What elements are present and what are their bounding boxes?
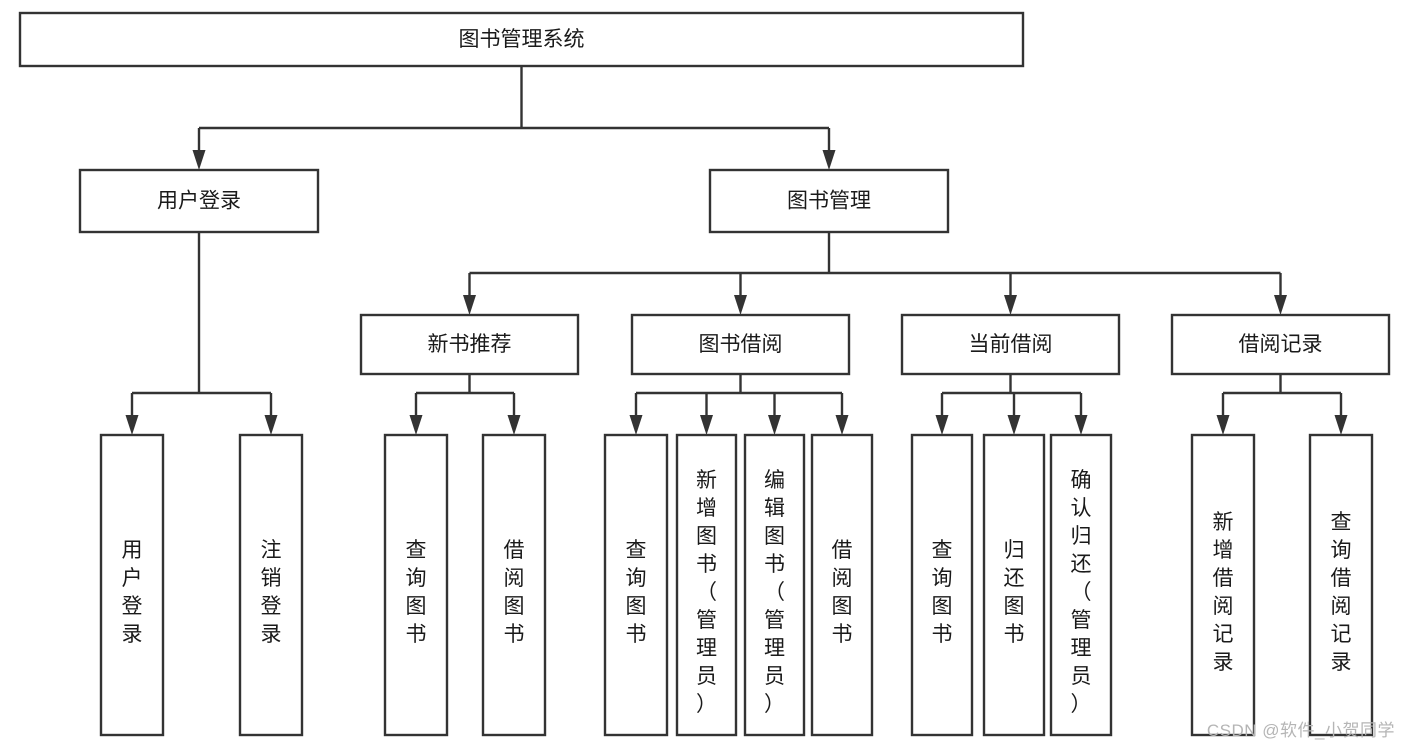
node-box-leaf-return-book[interactable] [982, 433, 1046, 737]
node-current-borrow[interactable]: 当前借阅 [900, 313, 1121, 376]
node-box-leaf-add-record[interactable] [1190, 433, 1256, 737]
node-label: 图书管理系统 [459, 28, 585, 51]
node-label: 查询图书 [626, 538, 647, 645]
node-leaf-query-book-borrow[interactable]: 查询图书 [603, 433, 669, 737]
node-box-book-borrow[interactable] [630, 313, 851, 376]
node-leaf-edit-book[interactable]: 编辑图书（管理员） [743, 433, 806, 737]
node-label: 借阅图书 [832, 538, 853, 645]
node-label: 查询图书 [406, 538, 427, 645]
node-box-book-manage[interactable] [708, 168, 950, 234]
node-box-root[interactable] [18, 11, 1025, 68]
node-label: 用户登录 [122, 538, 143, 645]
node-leaf-borrow-book-rec[interactable]: 借阅图书 [481, 433, 547, 737]
node-box-current-borrow[interactable] [900, 313, 1121, 376]
node-label: 图书管理 [787, 190, 871, 213]
node-box-borrow-record[interactable] [1170, 313, 1391, 376]
node-label: 编辑图书（管理员） [764, 468, 785, 715]
node-label: 当前借阅 [969, 333, 1053, 356]
node-leaf-query-book-cur[interactable]: 查询图书 [910, 433, 974, 737]
node-box-leaf-query-book-borrow[interactable] [603, 433, 669, 737]
node-leaf-query-book-rec[interactable]: 查询图书 [383, 433, 449, 737]
csdn-watermark: CSDN @软件_小贺同学 [1206, 721, 1395, 740]
node-label: 新书推荐 [428, 333, 512, 356]
node-root[interactable]: 图书管理系统 [18, 11, 1025, 68]
node-box-leaf-user-logout[interactable] [238, 433, 304, 737]
node-box-new-book-rec[interactable] [359, 313, 580, 376]
node-box-leaf-query-record[interactable] [1308, 433, 1374, 737]
node-layer: 图书管理系统用户登录图书管理新书推荐图书借阅当前借阅借阅记录用户登录注销登录查询… [18, 11, 1391, 737]
connector-layer [125, 66, 1348, 435]
node-box-leaf-query-book-rec[interactable] [383, 433, 449, 737]
node-box-leaf-edit-book[interactable] [743, 433, 806, 737]
node-label: 用户登录 [157, 190, 241, 213]
node-box-leaf-add-book[interactable] [675, 433, 738, 737]
node-book-borrow[interactable]: 图书借阅 [630, 313, 851, 376]
node-label: 图书借阅 [699, 333, 783, 356]
node-leaf-add-record[interactable]: 新增借阅记录 [1190, 433, 1256, 737]
node-label: 借阅记录 [1239, 333, 1323, 356]
connector-group-book_manage [463, 232, 1287, 315]
node-leaf-user-login[interactable]: 用户登录 [99, 433, 165, 737]
node-user-login[interactable]: 用户登录 [78, 168, 320, 234]
connector-group-current_borrow [935, 374, 1088, 435]
node-box-user-login[interactable] [78, 168, 320, 234]
node-box-leaf-user-login[interactable] [99, 433, 165, 737]
node-label: 确认归还（管理员） [1071, 468, 1092, 715]
node-label: 新增借阅记录 [1213, 510, 1234, 673]
connector-group-new_book_rec [409, 374, 521, 435]
node-box-leaf-confirm-return[interactable] [1049, 433, 1113, 737]
node-leaf-return-book[interactable]: 归还图书 [982, 433, 1046, 737]
node-label: 借阅图书 [504, 538, 525, 645]
node-label: 查询图书 [932, 538, 953, 645]
node-label: 归还图书 [1004, 538, 1025, 645]
node-box-leaf-borrow-book[interactable] [810, 433, 874, 737]
node-label: 注销登录 [261, 538, 282, 645]
node-label: 查询借阅记录 [1331, 510, 1352, 673]
node-borrow-record[interactable]: 借阅记录 [1170, 313, 1391, 376]
node-leaf-add-book[interactable]: 新增图书（管理员） [675, 433, 738, 737]
node-box-leaf-borrow-book-rec[interactable] [481, 433, 547, 737]
connector-group-book_borrow [629, 374, 849, 435]
node-box-leaf-query-book-cur[interactable] [910, 433, 974, 737]
node-leaf-query-record[interactable]: 查询借阅记录 [1308, 433, 1374, 737]
node-leaf-borrow-book[interactable]: 借阅图书 [810, 433, 874, 737]
connector-group-borrow_record [1216, 374, 1348, 435]
node-leaf-confirm-return[interactable]: 确认归还（管理员） [1049, 433, 1113, 737]
node-new-book-rec[interactable]: 新书推荐 [359, 313, 580, 376]
node-leaf-user-logout[interactable]: 注销登录 [238, 433, 304, 737]
node-book-manage[interactable]: 图书管理 [708, 168, 950, 234]
connector-group-user_login [125, 232, 278, 435]
connector-group-root [192, 66, 836, 170]
node-label: 新增图书（管理员） [696, 468, 717, 715]
